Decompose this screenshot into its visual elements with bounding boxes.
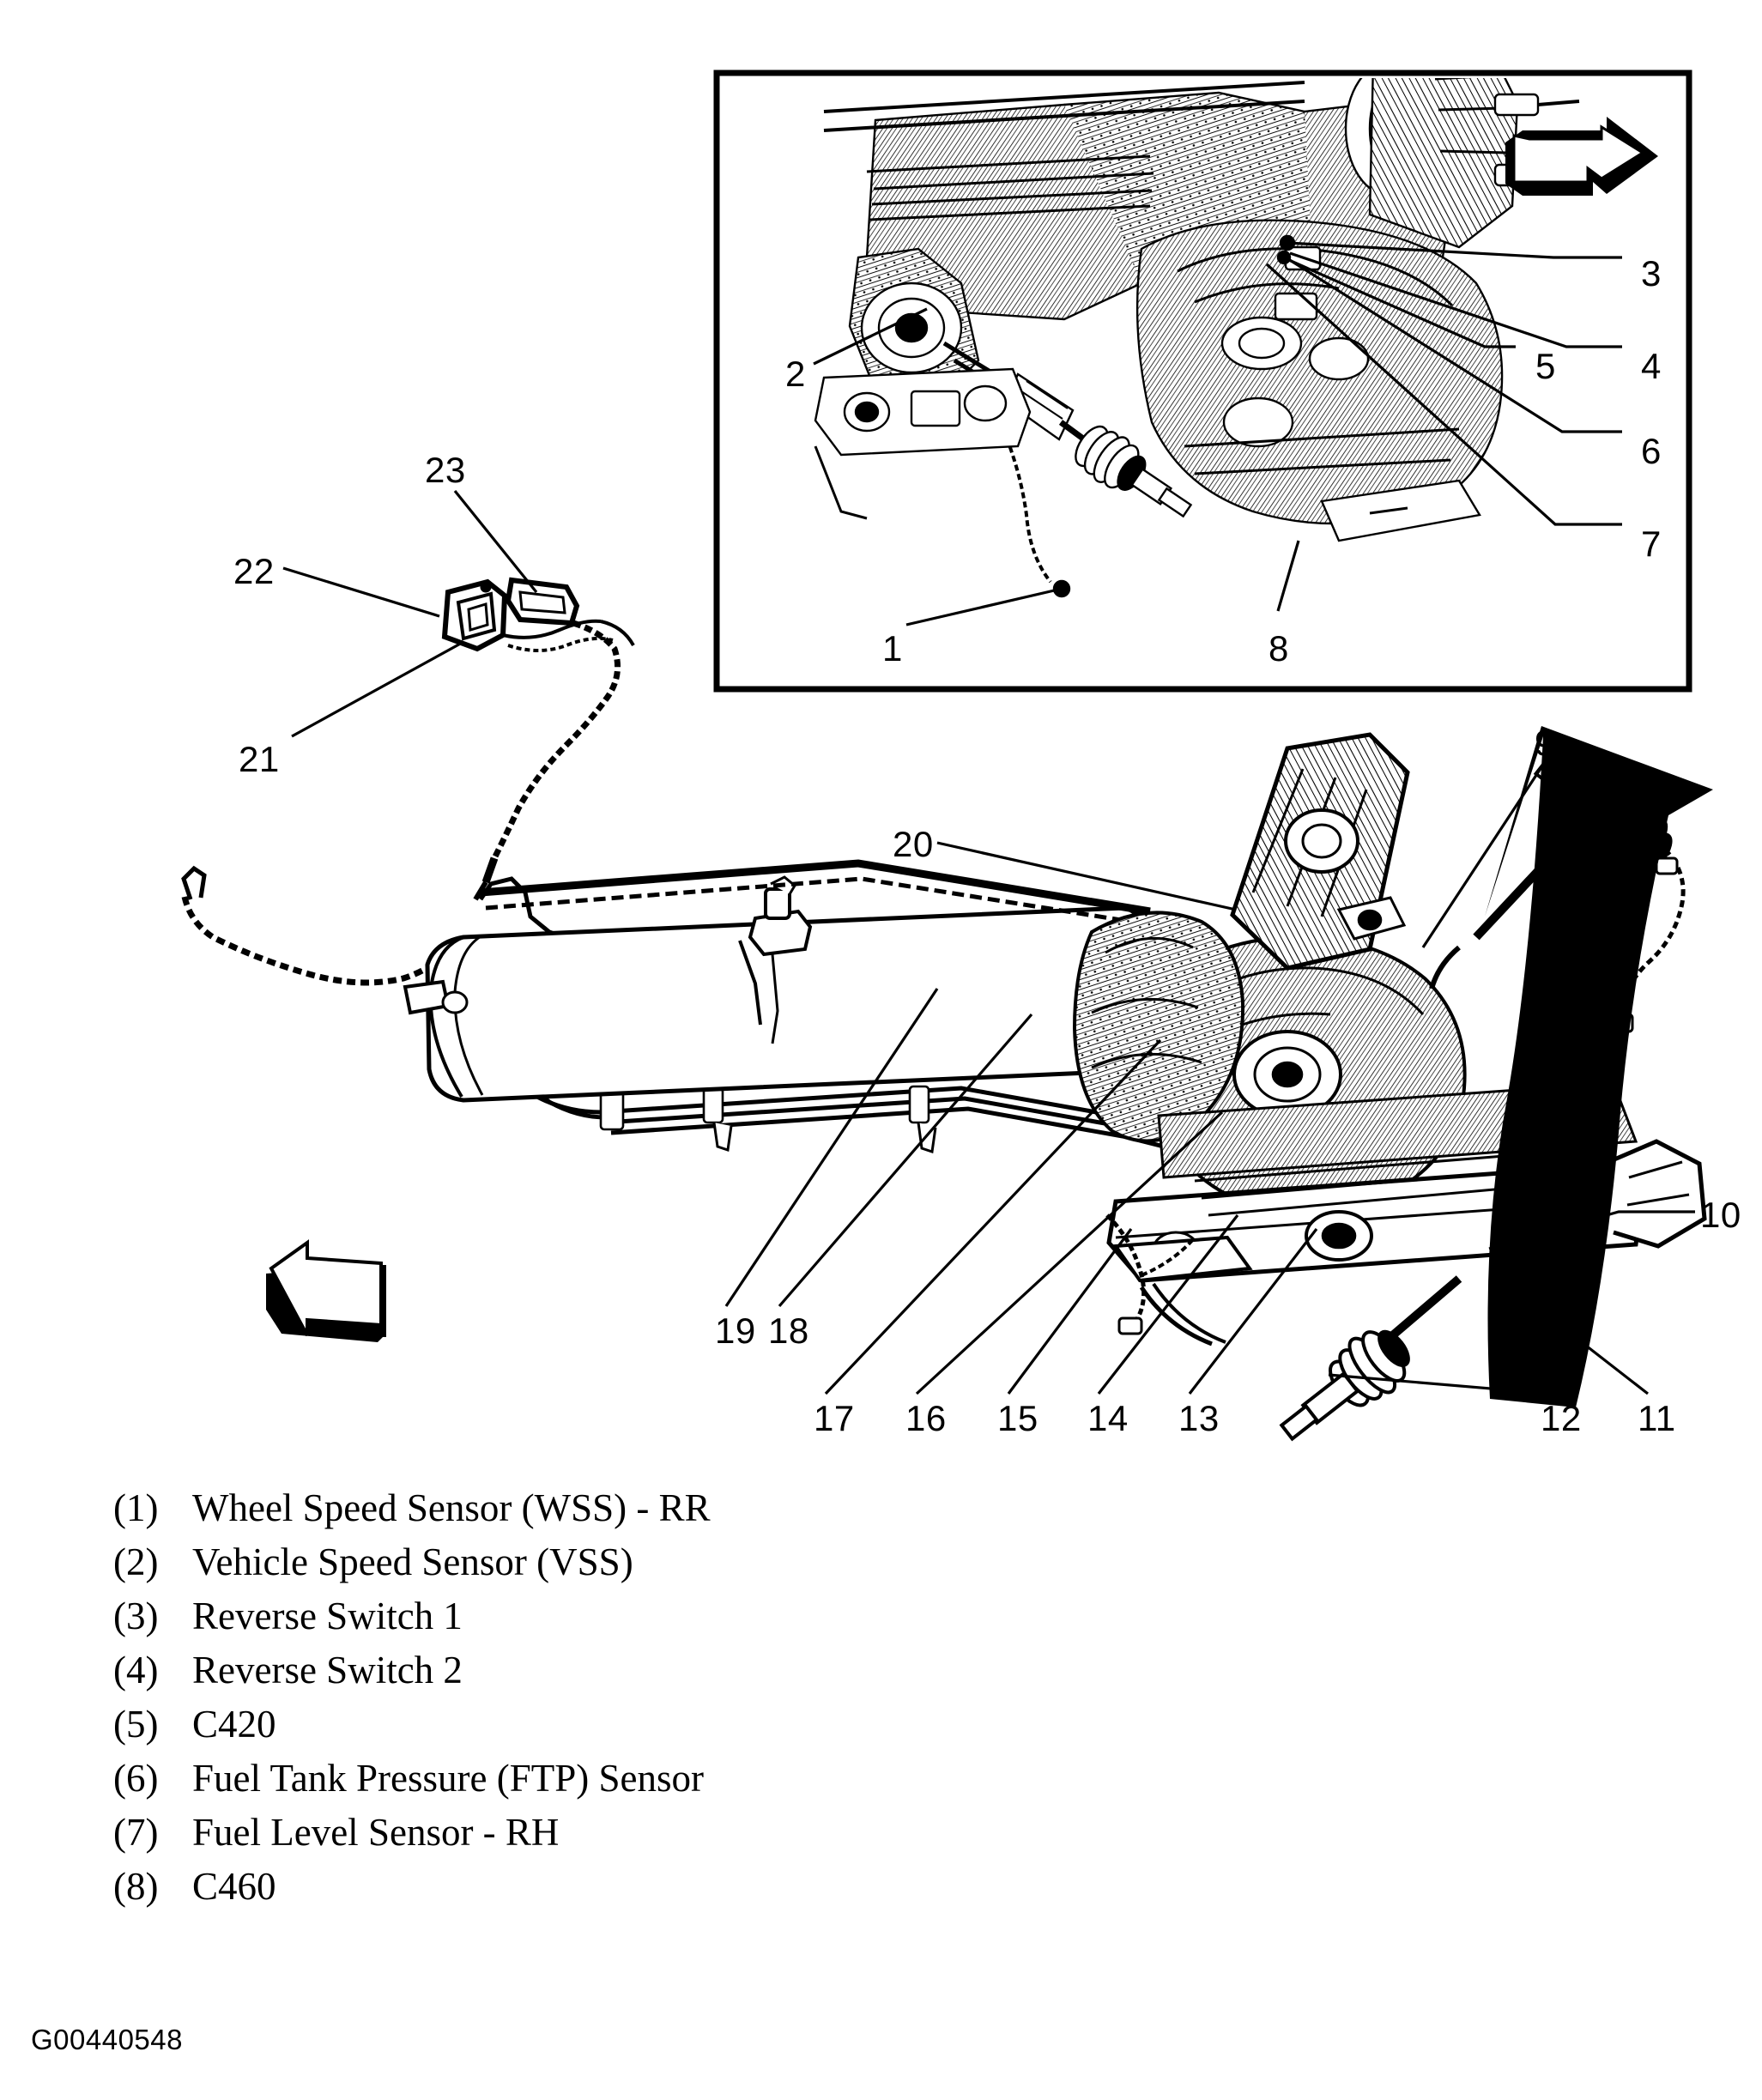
callout-8: 8 [1269,628,1289,669]
legend-item: (8) C460 [113,1860,1143,1914]
detail-link-arrow [1485,726,1713,1407]
inset-leader-lines [813,241,1622,626]
component-legend: (1) Wheel Speed Sensor (WSS) - RR (2) Ve… [113,1481,1143,1914]
legend-label: C460 [192,1865,276,1908]
legend-number: (4) [113,1649,159,1691]
callout-15: 15 [997,1398,1038,1438]
legend-item: (4) Reverse Switch 2 [113,1643,1143,1698]
legend-number: (3) [113,1595,159,1637]
direction-arrow-right [1505,117,1658,196]
legend-label: Reverse Switch 1 [192,1595,463,1637]
callout-23: 23 [425,450,466,490]
legend-label: Fuel Level Sensor - RH [192,1811,560,1854]
callout-6: 6 [1641,431,1662,471]
legend-label: Reverse Switch 2 [192,1649,463,1691]
legend-item: (6) Fuel Tank Pressure (FTP) Sensor [113,1752,1143,1806]
legend-label: C420 [192,1703,276,1746]
callout-22: 22 [233,551,275,591]
legend-number: (2) [113,1540,159,1583]
legend-label: Fuel Tank Pressure (FTP) Sensor [192,1757,704,1800]
legend-number: (7) [113,1811,159,1854]
main-artwork [181,732,1707,1442]
callout-12: 12 [1541,1398,1582,1438]
callout-7: 7 [1641,523,1662,564]
callout-17: 17 [814,1398,855,1438]
callout-3: 3 [1641,253,1662,294]
legend-number: (5) [113,1703,159,1746]
inset-artwork [813,78,1622,626]
direction-arrow-left [266,1239,386,1342]
callout-1: 1 [882,628,903,669]
callout-13: 13 [1178,1398,1220,1438]
callout-19: 19 [715,1310,756,1351]
callout-9: 9 [1535,723,1555,763]
callout-21: 21 [239,739,280,779]
callout-10: 10 [1700,1195,1741,1235]
legend-item: (3) Reverse Switch 1 [113,1589,1143,1643]
callout-2: 2 [785,354,806,394]
callout-18: 18 [768,1310,809,1351]
callout-11: 11 [1638,1398,1676,1438]
callout-5: 5 [1535,346,1556,386]
legend-label: Vehicle Speed Sensor (VSS) [192,1540,633,1583]
callout-20: 20 [893,824,934,864]
legend-item: (1) Wheel Speed Sensor (WSS) - RR [113,1481,1143,1535]
connector-assembly-detail [441,577,635,901]
legend-item: (2) Vehicle Speed Sensor (VSS) [113,1535,1143,1589]
legend-item: (7) Fuel Level Sensor - RH [113,1806,1143,1860]
legend-item: (5) C420 [113,1698,1143,1752]
callout-14: 14 [1087,1398,1129,1438]
legend-number: (1) [113,1486,159,1529]
inset-detail-view [713,70,1692,693]
callout-16: 16 [905,1398,947,1438]
legend-number: (8) [113,1865,159,1908]
legend-label: Wheel Speed Sensor (WSS) - RR [192,1486,711,1529]
legend-number: (6) [113,1757,159,1800]
callout-4: 4 [1641,346,1662,386]
figure-id: G00440548 [31,2024,183,2055]
